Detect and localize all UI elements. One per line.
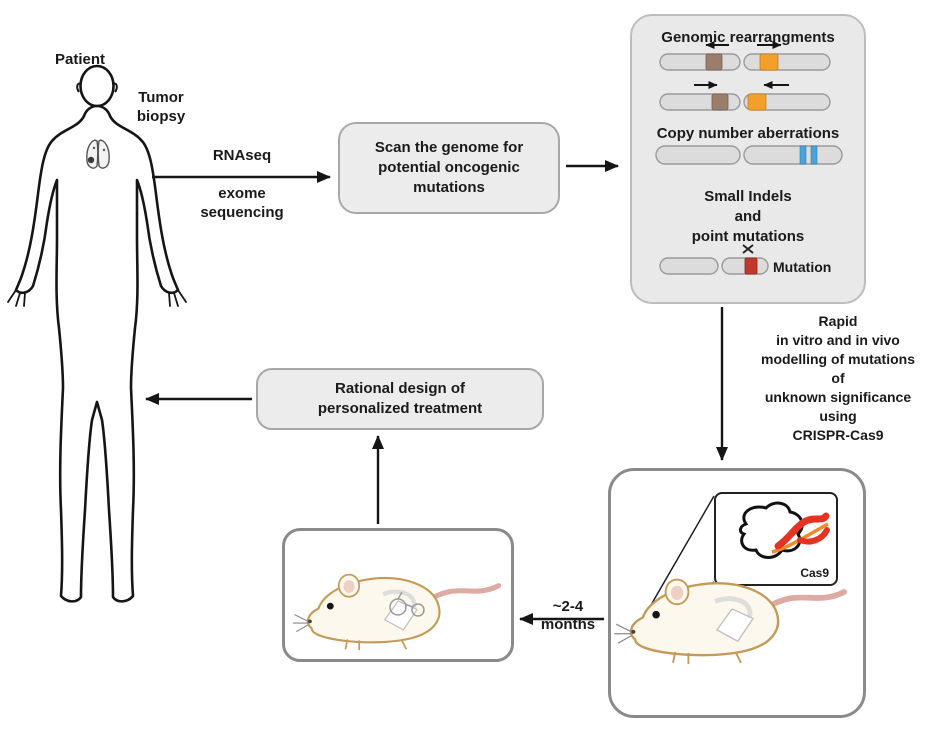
genomic-rearrangements-title: Genomic rearrangments [661,29,835,46]
duration-label: ~2-4 months [540,598,596,633]
modelling-note: Rapid in vitro and in vivo modelling of … [761,313,915,443]
treatment-design-text: Rational design of personalized treatmen… [317,380,483,417]
exome-sequencing-label: exome sequencing [200,185,284,221]
plasmid-outline-icon [738,501,804,559]
patient-hands [7,289,187,307]
cas9-protein-icon [774,512,830,550]
lung-tumor-icon [86,139,110,169]
modelled-mouse-box [282,528,514,662]
copy-number-title: Copy number aberrations [656,125,840,142]
patient-body-outline [14,104,180,603]
treatment-design-box: Rational design of personalized treatmen… [256,368,544,430]
tumor-biopsy-label: Tumor biopsy [136,89,186,125]
rnaseq-label: RNAseq [212,147,272,164]
patient-label: Patient [55,51,106,68]
cas9-inset-box: Cas9 [714,492,838,586]
indels-title: Small Indels and point mutations [691,188,805,245]
mutation-label: Mutation [773,259,832,275]
patient-head [79,64,115,108]
cas9-label: Cas9 [800,566,829,580]
cas9-protein-loop-icon [797,527,830,545]
scan-genome-text: Scan the genome for potential oncogenic … [374,139,524,196]
cas9-illustration [738,501,830,559]
scan-genome-box: Scan the genome for potential oncogenic … [338,122,560,214]
patient-ears [76,82,118,93]
patient-figure [7,64,187,603]
